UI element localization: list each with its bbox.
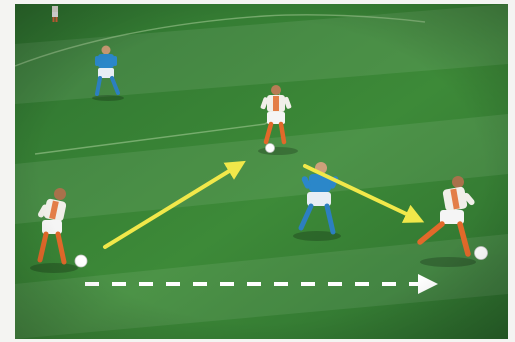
vignette	[15, 4, 508, 339]
pitch-view	[15, 4, 508, 339]
pitch-canvas	[15, 4, 508, 339]
